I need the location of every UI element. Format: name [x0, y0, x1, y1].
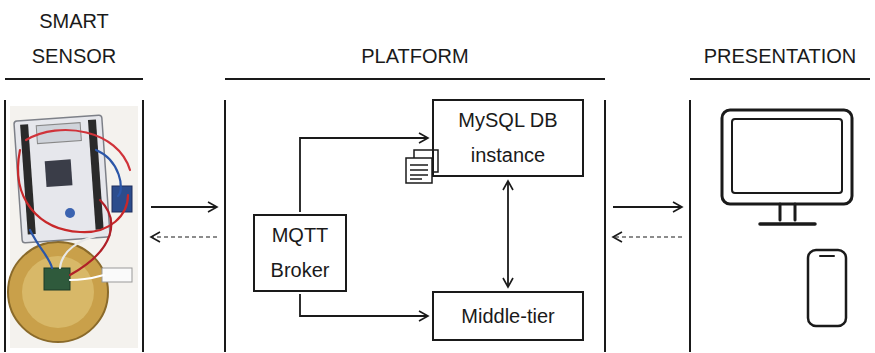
flow-arrow — [151, 236, 217, 237]
sensor-photo — [8, 106, 138, 348]
sheet-line — [410, 164, 428, 166]
monitor-frame — [722, 110, 852, 204]
box-label: Middle-tier — [461, 299, 554, 334]
connectors — [151, 138, 682, 316]
section-heading: SMART SENSOR — [5, 0, 143, 80]
photo-ground — [10, 106, 138, 348]
process-box: MQTT Broker — [253, 214, 347, 292]
flow-arrow — [613, 206, 682, 208]
monitor-base — [760, 222, 815, 226]
phone-icon — [808, 250, 846, 326]
adc-module — [44, 268, 70, 290]
flow-arrow — [613, 236, 682, 237]
divider-line — [4, 100, 6, 352]
section-heading: PRESENTATION — [690, 0, 870, 80]
sheet-line — [410, 178, 422, 180]
section-heading: PLATFORM — [225, 0, 605, 80]
phone-body — [808, 250, 846, 326]
user-button — [65, 208, 75, 218]
divider-line — [604, 100, 606, 352]
box-label: MySQL DB instance — [442, 103, 574, 173]
section-band: PLATFORM MQTT Broker MySQL DB instanceMidd… — [225, 0, 605, 353]
section-band: SMART SENSOR — [5, 0, 143, 353]
monitor-screen — [732, 119, 842, 193]
sheet-line — [410, 174, 428, 176]
process-box: Middle-tier — [432, 291, 584, 341]
divider-line — [142, 100, 144, 352]
divider-line — [689, 100, 691, 352]
connector — [102, 268, 132, 282]
divider-line — [224, 100, 226, 352]
mcu-chip — [45, 159, 73, 187]
wire — [60, 236, 96, 268]
wire — [70, 275, 104, 280]
flow-arrow — [507, 181, 509, 287]
section-band: PRESENTATION — [690, 0, 870, 353]
sheet — [406, 158, 432, 183]
wires — [18, 130, 130, 280]
dev-board — [14, 115, 110, 243]
section-dividers — [5, 100, 690, 352]
flow-arrow — [151, 206, 217, 208]
phone-notch — [820, 255, 834, 257]
wire — [30, 230, 52, 268]
flow-arrow — [300, 138, 428, 212]
box-label: MQTT Broker — [263, 218, 337, 288]
wire — [96, 150, 121, 196]
sheet-line — [410, 169, 428, 171]
process-box: MySQL DB instance — [432, 99, 584, 177]
piezo-disc — [8, 242, 108, 342]
flow-arrow — [300, 294, 428, 316]
pin-header — [20, 124, 36, 234]
monitor-icon — [722, 110, 852, 224]
monitor-stand — [780, 204, 795, 220]
module-board — [112, 186, 132, 212]
